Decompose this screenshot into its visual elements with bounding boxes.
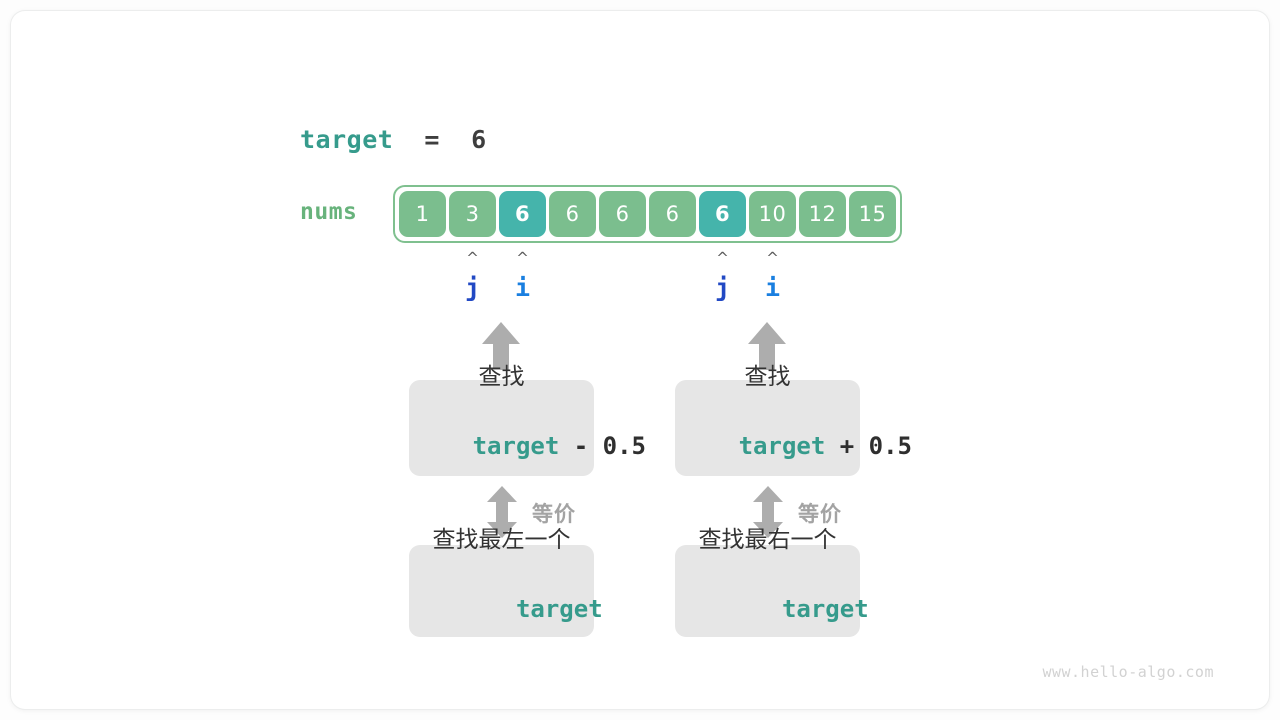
caret-icon: ^ — [766, 249, 779, 267]
pointer-label: j — [464, 273, 481, 302]
array-cell: 6 — [599, 191, 646, 237]
array-cell: 3 — [449, 191, 496, 237]
array-cell: 15 — [849, 191, 896, 237]
pointer-label: i — [764, 273, 781, 302]
left-upper-box-expression: target - 0.5 — [357, 398, 646, 494]
array-cell: 6 — [699, 191, 746, 237]
left-lower-box-line1: 查找最左一个 — [432, 527, 571, 553]
equals-sign: = — [424, 124, 440, 154]
caret-icon: ^ — [466, 249, 479, 267]
caret-icon: ^ — [716, 249, 729, 267]
target-keyword: target — [300, 124, 394, 154]
arrow-head-icon — [748, 322, 786, 344]
right-lower-box-keyword-wrap: target — [666, 561, 869, 657]
arrow-up-head-icon — [753, 486, 783, 502]
pointer-right-j: ^j — [698, 251, 748, 303]
arrow-shaft — [496, 501, 508, 523]
arrow-down-head-icon — [487, 522, 517, 538]
left-upper-operator: - 0.5 — [559, 432, 646, 460]
arrow-head-icon — [482, 322, 520, 344]
right-upper-keyword: target — [738, 432, 826, 460]
arrow-up-head-icon — [487, 486, 517, 502]
up-arrow-left — [482, 322, 520, 370]
array-cell: 6 — [649, 191, 696, 237]
left-upper-box-line1: 查找 — [478, 364, 525, 390]
right-upper-operator: + 0.5 — [825, 432, 912, 460]
pointer-right-i: ^i — [748, 251, 798, 303]
array-label: nums — [300, 199, 358, 225]
left-lower-keyword: target — [515, 595, 603, 623]
equivalence-label-left: 等价 — [532, 502, 576, 526]
arrow-shaft — [759, 343, 775, 370]
array-cell: 6 — [499, 191, 546, 237]
pointer-label: j — [714, 273, 731, 302]
arrow-down-head-icon — [753, 522, 783, 538]
target-declaration: target = 6 — [300, 119, 487, 159]
equivalence-arrow-left — [487, 486, 517, 538]
arrow-shaft — [493, 343, 509, 370]
left-upper-box: 查找 target - 0.5 — [409, 364, 646, 476]
equivalence-arrow-right — [753, 486, 783, 538]
right-lower-box-line1: 查找最右一个 — [698, 527, 837, 553]
up-arrow-right — [748, 322, 786, 370]
right-upper-box-line1: 查找 — [744, 364, 791, 390]
right-lower-keyword: target — [781, 595, 869, 623]
left-lower-box-keyword-wrap: target — [400, 561, 603, 657]
target-value: 6 — [471, 124, 487, 154]
right-upper-box-expression: target + 0.5 — [623, 398, 912, 494]
pointer-label: i — [514, 273, 531, 302]
pointer-left-i: ^i — [498, 251, 548, 303]
array-cell: 1 — [399, 191, 446, 237]
array-cell: 6 — [549, 191, 596, 237]
pointer-left-j: ^j — [448, 251, 498, 303]
right-lower-box: 查找最右一个 target — [675, 527, 869, 637]
right-upper-box: 查找 target + 0.5 — [675, 364, 912, 476]
array-cell: 12 — [799, 191, 846, 237]
arrow-shaft — [762, 501, 774, 523]
left-upper-keyword: target — [472, 432, 560, 460]
caret-icon: ^ — [516, 249, 529, 267]
left-lower-box: 查找最左一个 target — [409, 527, 603, 637]
watermark: www.hello-algo.com — [1042, 663, 1214, 681]
equivalence-label-right: 等价 — [798, 502, 842, 526]
array-cell: 10 — [749, 191, 796, 237]
